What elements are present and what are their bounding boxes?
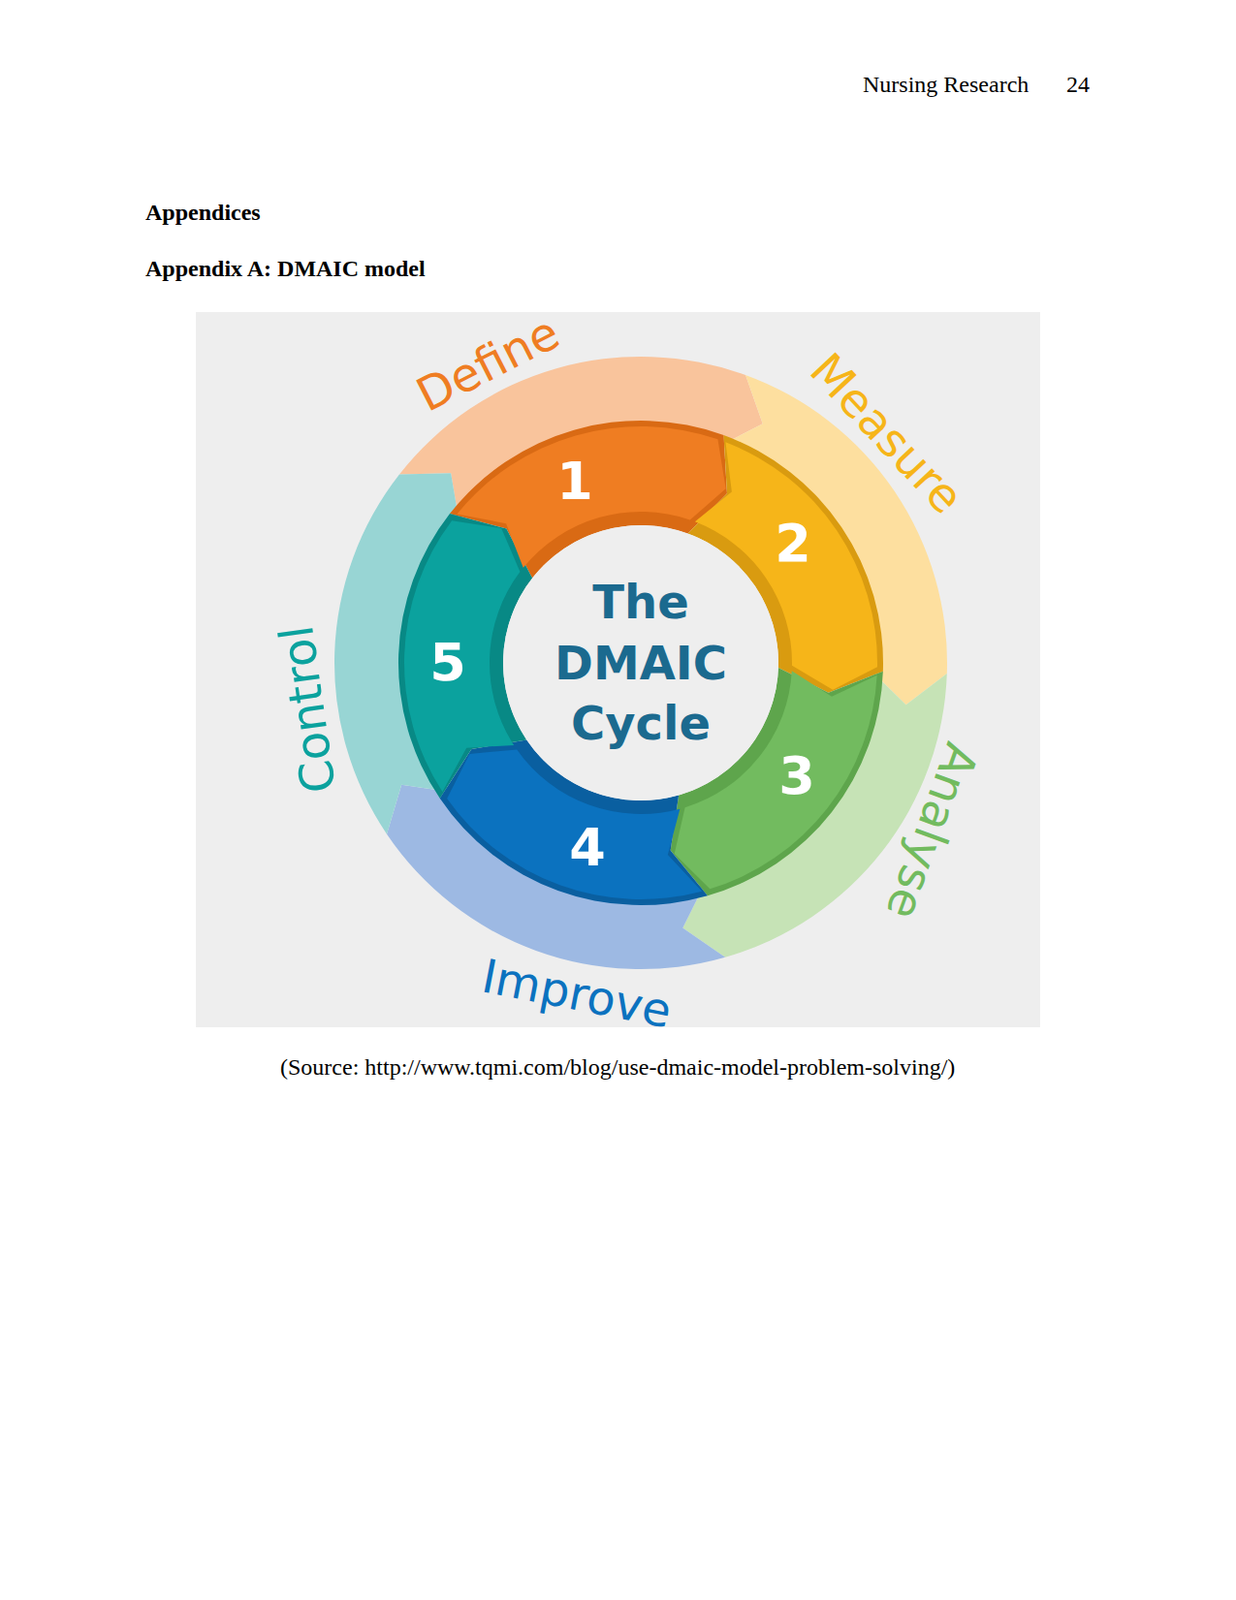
step-number: 5 (429, 633, 467, 692)
center-title: The DMAIC Cycle (534, 571, 748, 754)
center-hole (503, 525, 779, 801)
step-number: 1 (556, 452, 594, 510)
cycle-step: 5Control (423, 631, 473, 696)
cycle-step: 3Analyse (772, 744, 822, 809)
inner-arrow-band (404, 520, 520, 793)
page-header: 24 (1066, 71, 1090, 98)
step-number: 3 (778, 747, 816, 805)
center-circle: The DMAIC Cycle (505, 527, 777, 799)
step-name: Control (273, 623, 344, 797)
figure-caption: (Source: http://www.tqmi.com/blog/use-dm… (280, 1054, 955, 1081)
section-heading: Appendices (145, 199, 261, 226)
step-number: 4 (569, 819, 606, 877)
cycle-step: 1Define (550, 449, 600, 514)
figure-panel: 1Define2Measure3Analyse4Improve5ControlT… (195, 312, 1041, 1028)
cycle-step: 4Improve (563, 816, 612, 881)
page-header: Nursing Research (862, 71, 1029, 98)
figure-title: Appendix A: DMAIC model (145, 255, 426, 283)
cycle-step: 2Measure (768, 511, 818, 576)
step-number: 2 (774, 514, 812, 572)
